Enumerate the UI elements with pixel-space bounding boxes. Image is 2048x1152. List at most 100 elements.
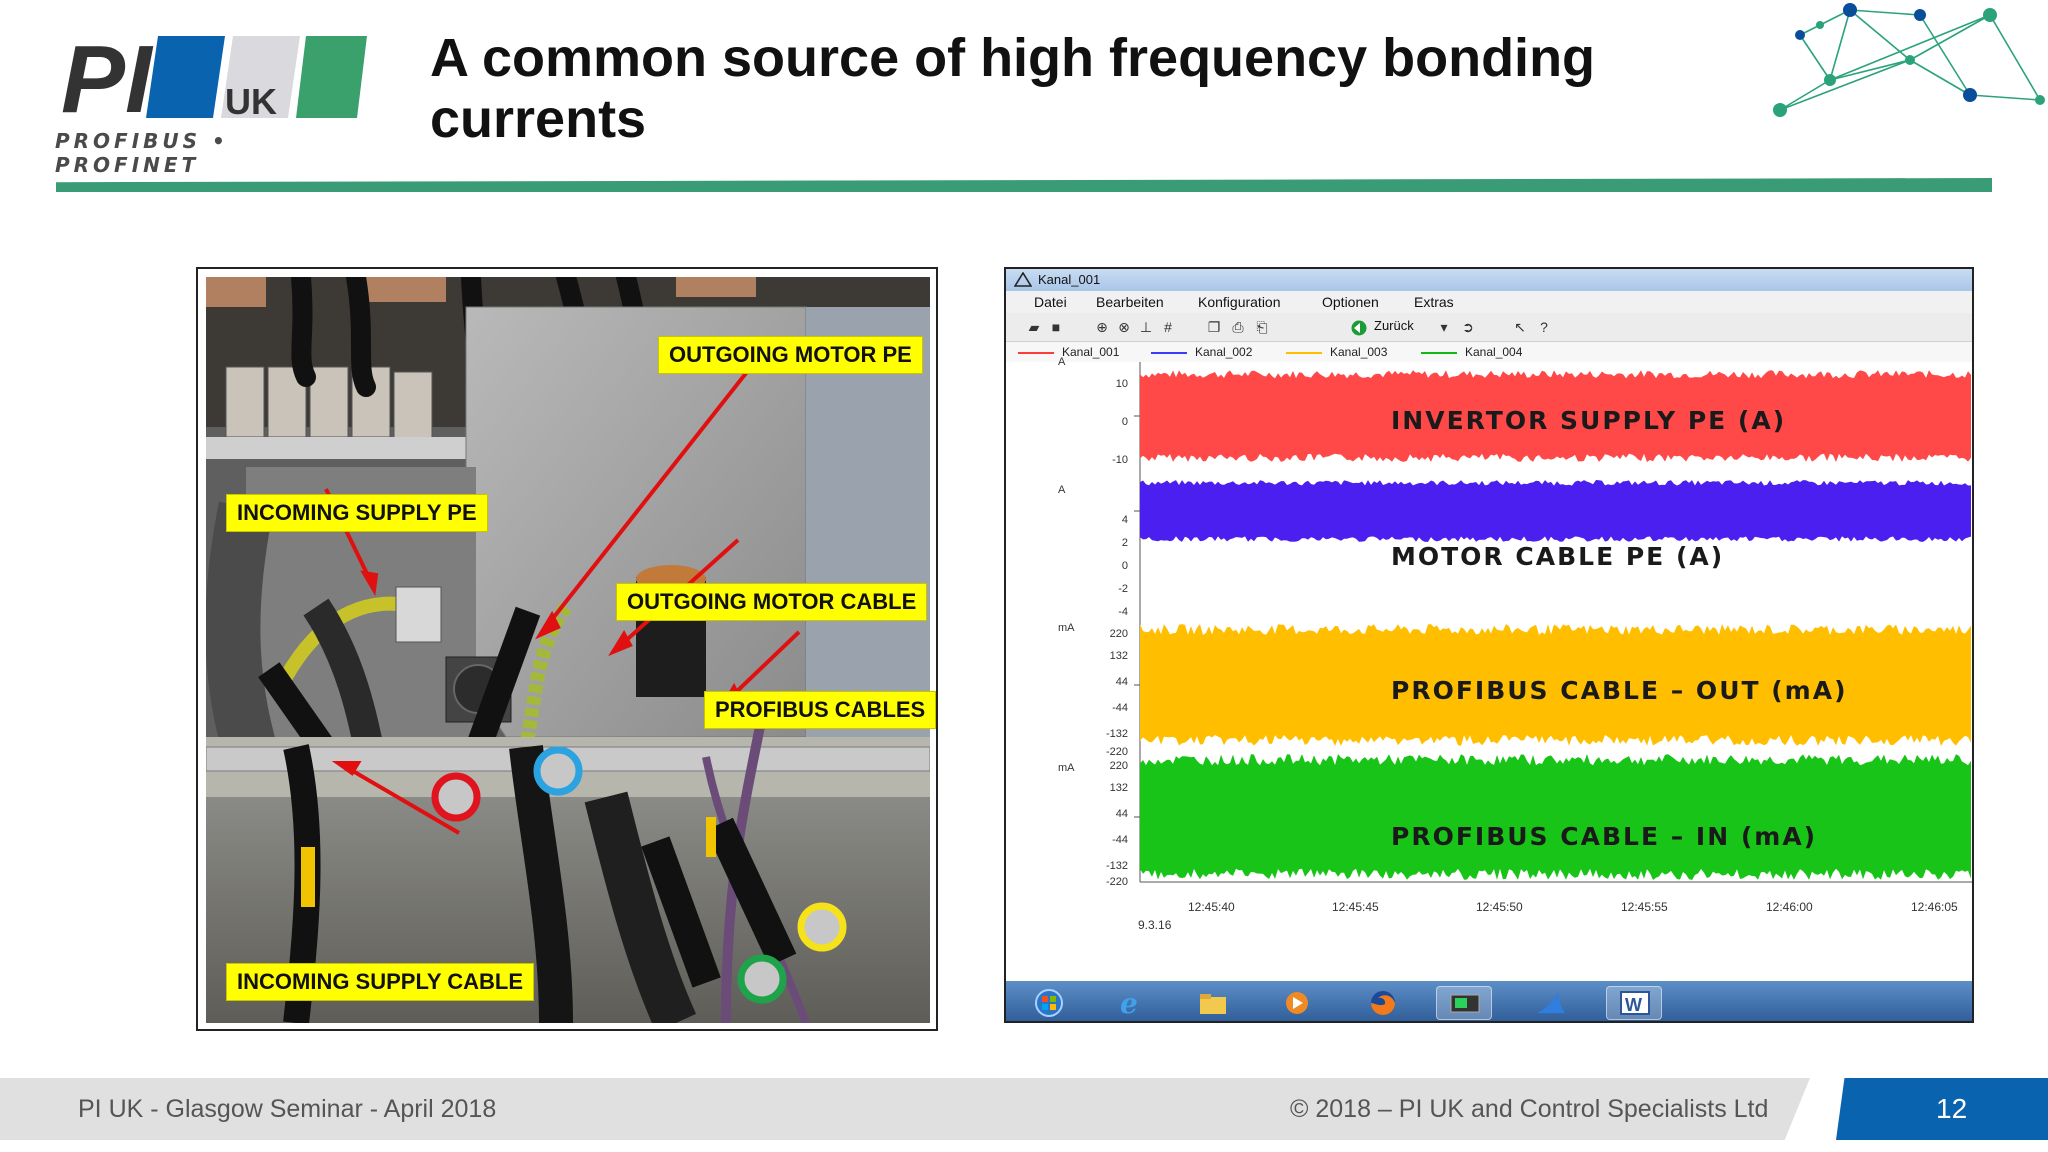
- file-explorer-icon[interactable]: [1184, 986, 1240, 1020]
- band3-tick: -220: [1105, 746, 1128, 758]
- trace-band-2: [1140, 480, 1971, 542]
- band3-tick: 220: [1109, 628, 1128, 640]
- legend-kanal-001[interactable]: Kanal_001: [1018, 342, 1119, 362]
- svg-text:e: e: [1120, 989, 1138, 1017]
- scope-window-title: Kanal_001: [1038, 272, 1101, 287]
- legend-kanal-002[interactable]: Kanal_002: [1151, 342, 1252, 362]
- menu-konfiguration[interactable]: Konfiguration: [1198, 294, 1281, 310]
- x-tick: 12:45:45: [1332, 900, 1379, 914]
- trace-band-3: [1140, 624, 1971, 746]
- menu-bearbeiten[interactable]: Bearbeiten: [1096, 294, 1164, 310]
- page-number: 12: [1936, 1093, 1968, 1124]
- band4-unit: mA: [1058, 762, 1075, 774]
- band-label-motor-cable-pe: MOTOR CABLE PE (A): [1391, 542, 1725, 571]
- trace-band-4: [1140, 754, 1971, 880]
- header-accent-bar: [56, 178, 1992, 192]
- copy-icon[interactable]: ❐: [1207, 319, 1221, 335]
- scope-traces: [1134, 362, 1972, 883]
- callout-outgoing-motor-pe: OUTGOING MOTOR PE: [658, 336, 923, 374]
- logo-green-block: [296, 36, 367, 118]
- band3-tick: -44: [1112, 702, 1128, 714]
- logo-uk-text: UK: [225, 81, 277, 122]
- back-button-label[interactable]: Zurück: [1374, 318, 1414, 333]
- callout-incoming-supply-cable: INCOMING SUPPLY CABLE: [226, 963, 535, 1001]
- band1-unit: A: [1058, 356, 1066, 368]
- zoom-reset-icon[interactable]: ⊗: [1118, 319, 1130, 335]
- open-folder-icon[interactable]: ▰: [1028, 319, 1040, 335]
- scope-menubar: Datei Bearbeiten Konfiguration Optionen …: [1006, 291, 1972, 313]
- callout-incoming-supply-pe: INCOMING SUPPLY PE: [226, 494, 488, 532]
- word-icon[interactable]: W: [1606, 986, 1662, 1020]
- band2-tick: 2: [1121, 537, 1128, 549]
- band4-tick: 44: [1115, 808, 1128, 820]
- blue-current-probe-marker-icon: [533, 746, 583, 796]
- grid-icon[interactable]: #: [1164, 319, 1172, 335]
- band2-tick: 0: [1121, 560, 1128, 572]
- footer-seminar-text: PI UK - Glasgow Seminar - April 2018: [78, 1095, 497, 1123]
- x-tick: 12:45:50: [1476, 900, 1523, 914]
- trace-band-1: [1140, 370, 1971, 462]
- band2-tick: -4: [1118, 606, 1128, 618]
- red-current-probe-marker-icon: [431, 772, 481, 822]
- dropdown-arrow-icon[interactable]: ▾: [1440, 319, 1448, 335]
- callout-outgoing-motor-cable: OUTGOING MOTOR CABLE: [616, 583, 928, 621]
- zoom-in-icon[interactable]: ⊕: [1096, 319, 1108, 335]
- menu-optionen[interactable]: Optionen: [1322, 294, 1379, 310]
- x-tick: 12:46:05: [1911, 900, 1958, 914]
- print-icon[interactable]: ⎙: [1232, 319, 1244, 335]
- scope-date: 9.3.16: [1138, 918, 1172, 932]
- yellow-current-probe-marker-icon: [797, 902, 847, 952]
- windows-taskbar: e W: [1006, 981, 1972, 1021]
- panel-photo-illustration: [206, 277, 930, 1023]
- scope-window: Kanal_001 Datei Bearbeiten Konfiguration…: [1004, 267, 1974, 1023]
- callout-profibus-cables: PROFIBUS CABLES: [704, 691, 937, 729]
- media-player-icon[interactable]: [1268, 986, 1324, 1020]
- green-current-probe-marker-icon: [737, 954, 787, 1004]
- x-tick: 12:46:00: [1766, 900, 1813, 914]
- slide-title: A common source of high frequency bondin…: [430, 28, 1596, 149]
- band1-tick: 10: [1115, 378, 1128, 390]
- pi-uk-logo: PI UK PROFIBUS • PROFINET: [55, 28, 375, 177]
- back-arrow-icon[interactable]: [1350, 320, 1368, 336]
- legend-kanal-003[interactable]: Kanal_003: [1286, 342, 1387, 362]
- band4-tick: -44: [1112, 834, 1128, 846]
- band3-tick: -132: [1105, 728, 1128, 740]
- band1-tick: -10: [1112, 454, 1128, 466]
- scope-window-titlebar[interactable]: Kanal_001: [1006, 269, 1972, 291]
- help-icon[interactable]: ?: [1540, 319, 1548, 335]
- print-preview-icon[interactable]: ⎗: [1256, 319, 1268, 335]
- band-label-profibus-in: PROFIBUS CABLE – IN (mA): [1391, 822, 1818, 851]
- band2-tick: -2: [1118, 583, 1128, 595]
- band3-tick: 44: [1115, 676, 1128, 688]
- network-graphic-icon: [1773, 3, 2045, 117]
- internet-explorer-icon[interactable]: e: [1102, 986, 1158, 1020]
- page-number-badge: [1836, 1078, 2048, 1140]
- band-label-profibus-out: PROFIBUS CABLE – OUT (mA): [1391, 676, 1848, 705]
- band-label-invertor-supply-pe: INVERTOR SUPPLY PE (A): [1391, 406, 1787, 435]
- x-tick: 12:45:55: [1621, 900, 1668, 914]
- cursor-icon[interactable]: ↖: [1514, 319, 1526, 335]
- firefox-icon[interactable]: [1354, 986, 1410, 1020]
- scope-plot-area: A A mA mA 10 0 -10 4 2 0 -2 -4 220 132 4…: [1006, 356, 1972, 962]
- band4-tick: -220: [1105, 876, 1128, 888]
- panel-photo: OUTGOING MOTOR PE INCOMING SUPPLY PE OUT…: [196, 267, 938, 1031]
- logo-subtitle: PROFIBUS • PROFINET: [55, 129, 229, 177]
- band4-tick: 220: [1109, 760, 1128, 772]
- x-tick: 12:45:40: [1188, 900, 1235, 914]
- shark-app-icon[interactable]: [1522, 986, 1578, 1020]
- logo-blue-block: [146, 36, 225, 118]
- forward-icon[interactable]: ➲: [1462, 319, 1474, 335]
- footer-bar: [0, 1078, 1810, 1140]
- band3-tick: 132: [1109, 650, 1128, 662]
- menu-extras[interactable]: Extras: [1414, 294, 1454, 310]
- logo-pi-letters: PI: [61, 28, 154, 128]
- save-icon[interactable]: ■: [1051, 319, 1061, 335]
- footer-copyright: © 2018 – PI UK and Control Specialists L…: [1290, 1095, 1769, 1123]
- app-triangle-icon: [1014, 272, 1032, 287]
- menu-datei[interactable]: Datei: [1034, 294, 1067, 310]
- windows-start-icon[interactable]: [1020, 986, 1076, 1020]
- axis-icon[interactable]: ⊥: [1139, 319, 1153, 335]
- scope-app-icon[interactable]: [1436, 986, 1492, 1020]
- logo-grey-block: [221, 36, 300, 118]
- legend-kanal-004[interactable]: Kanal_004: [1421, 342, 1522, 362]
